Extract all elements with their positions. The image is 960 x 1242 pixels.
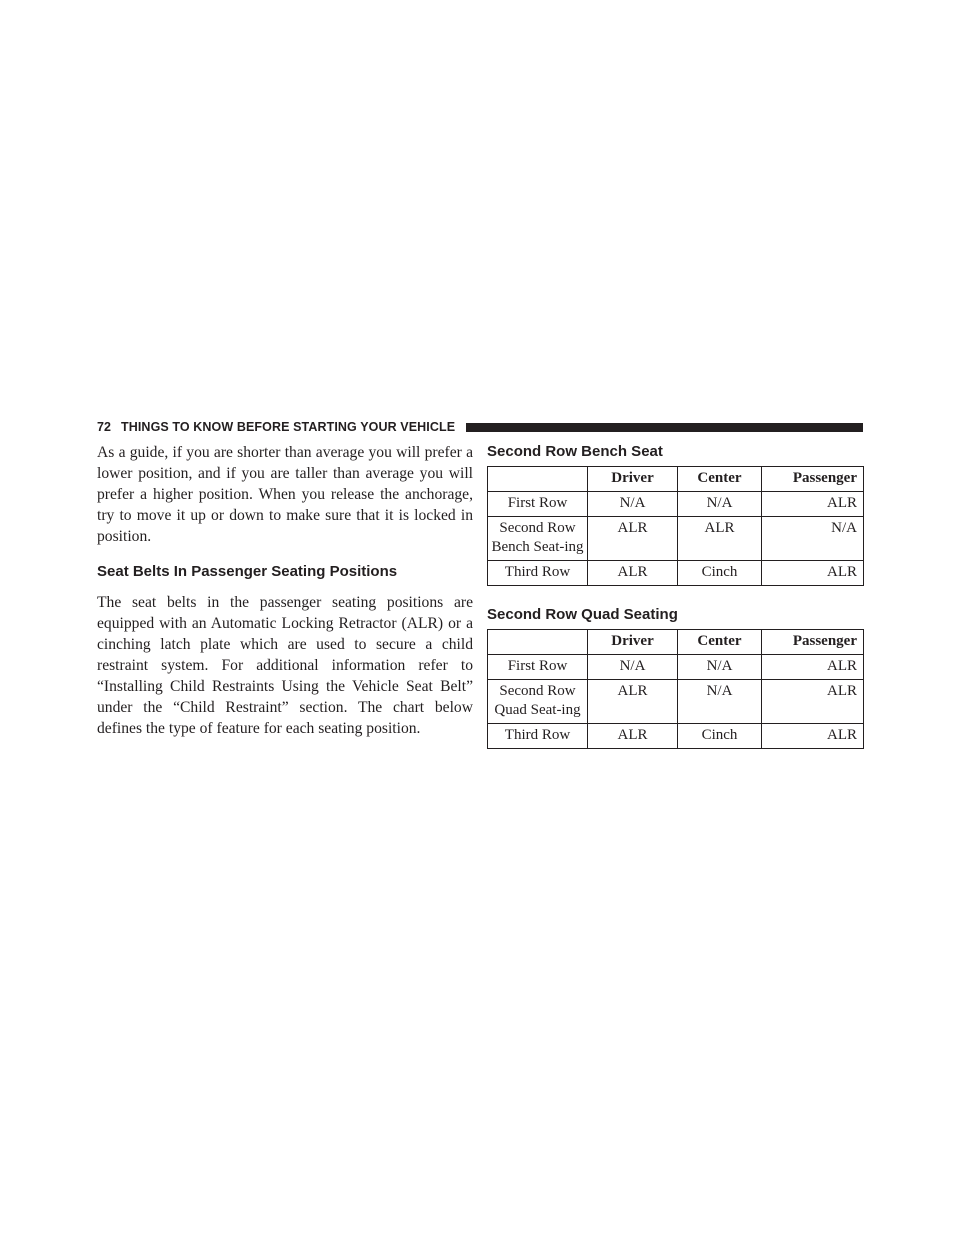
intro-paragraph: As a guide, if you are shorter than aver… [97,444,473,545]
table-cell: ALR [761,679,864,724]
table-title: Second Row Bench Seat [487,443,663,460]
column-header [487,629,588,655]
table-cell: ALR [587,560,678,586]
right-column: Second Row Bench Seat Driver Center Pass… [487,441,864,749]
table-row: Third Row ALR Cinch ALR [487,723,864,749]
page-number: 72 [97,420,112,434]
row-label: Second Row Bench Seat-ing [487,516,588,561]
chapter-title: THINGS TO KNOW BEFORE STARTING YOUR VEHI… [121,420,456,434]
table-row: Second Row Quad Seat-ing ALR N/A ALR [487,679,864,724]
table-cell: ALR [761,491,864,517]
table-cell: Cinch [677,723,762,749]
table-row: First Row N/A N/A ALR [487,654,864,680]
table-cell: ALR [761,654,864,680]
left-column: As a guide, if you are shorter than aver… [97,442,473,739]
quad-seating-table: Driver Center Passenger First Row N/A N/… [487,629,864,749]
column-header: Center [677,629,762,655]
table-cell: ALR [761,723,864,749]
bench-seat-table-block: Second Row Bench Seat Driver Center Pass… [487,441,864,586]
table-cell: ALR [587,723,678,749]
table-cell: N/A [677,491,762,517]
table-cell: ALR [761,560,864,586]
table-header-row: Driver Center Passenger [487,466,864,492]
table-cell: N/A [677,679,762,724]
table-cell: N/A [587,654,678,680]
section-paragraph: The seat belts in the passenger seating … [97,594,473,737]
row-label: Third Row [487,560,588,586]
row-label: Third Row [487,723,588,749]
bench-seat-table: Driver Center Passenger First Row N/A N/… [487,466,864,586]
table-cell: N/A [587,491,678,517]
column-header: Passenger [761,466,864,492]
table-cell: ALR [677,516,762,561]
table-cell: N/A [761,516,864,561]
column-header: Driver [587,466,678,492]
header-rule [466,423,863,432]
column-header: Center [677,466,762,492]
table-title: Second Row Quad Seating [487,606,678,623]
table-row: Third Row ALR Cinch ALR [487,560,864,586]
row-label: First Row [487,491,588,517]
column-header: Driver [587,629,678,655]
table-row: Second Row Bench Seat-ing ALR ALR N/A [487,516,864,561]
page-header: 72 THINGS TO KNOW BEFORE STARTING YOUR V… [97,418,863,436]
table-cell: N/A [677,654,762,680]
table-cell: ALR [587,516,678,561]
column-header: Passenger [761,629,864,655]
table-header-row: Driver Center Passenger [487,629,864,655]
section-heading: Seat Belts In Passenger Seating Position… [97,563,398,580]
column-header [487,466,588,492]
table-cell: Cinch [677,560,762,586]
table-cell: ALR [587,679,678,724]
row-label: First Row [487,654,588,680]
table-row: First Row N/A N/A ALR [487,491,864,517]
row-label: Second Row Quad Seat-ing [487,679,588,724]
quad-seating-table-block: Second Row Quad Seating Driver Center Pa… [487,604,864,749]
